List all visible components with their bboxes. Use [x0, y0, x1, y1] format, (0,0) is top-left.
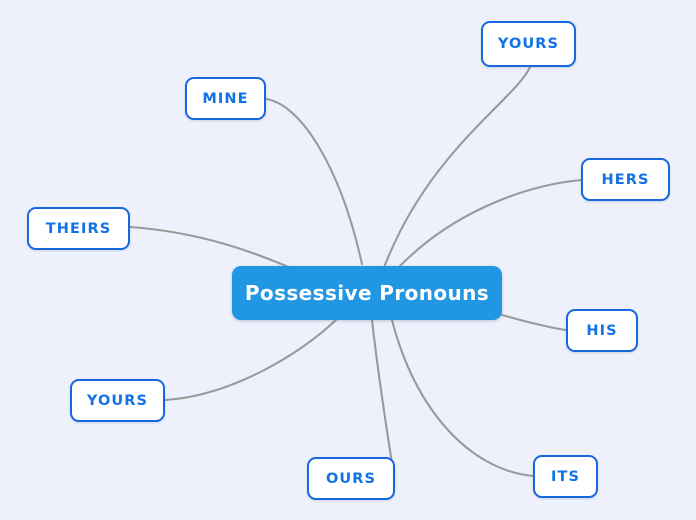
- root-node-possessive-pronouns[interactable]: Possessive Pronouns: [232, 266, 502, 320]
- branch-node-yours-top[interactable]: YOURS: [481, 21, 576, 67]
- branch-node-label: HIS: [586, 322, 618, 339]
- branch-node-his[interactable]: HIS: [566, 309, 638, 352]
- branch-node-label: OURS: [325, 470, 377, 487]
- branch-node-label: MINE: [202, 90, 249, 107]
- connector-his: [500, 313, 568, 332]
- branch-node-yours-left[interactable]: YOURS: [70, 379, 165, 422]
- branch-node-label: YOURS: [86, 392, 149, 409]
- connector-its: [390, 318, 535, 478]
- branch-node-mine[interactable]: MINE: [185, 77, 266, 120]
- root-node-label: Possessive Pronouns: [244, 281, 490, 305]
- branch-node-label: THEIRS: [45, 220, 112, 237]
- branch-node-label: ITS: [550, 468, 581, 485]
- connector-mine: [264, 97, 364, 266]
- connector-yours-left: [163, 316, 340, 402]
- connector-ours: [370, 318, 396, 478]
- branch-node-hers[interactable]: HERS: [581, 158, 670, 201]
- branch-node-label: YOURS: [497, 36, 560, 52]
- branch-node-label: HERS: [601, 171, 650, 188]
- connector-yours-top: [383, 65, 532, 267]
- branch-node-theirs[interactable]: THEIRS: [27, 207, 130, 250]
- branch-node-its[interactable]: ITS: [533, 455, 598, 498]
- branch-node-ours[interactable]: OURS: [307, 457, 395, 500]
- connector-hers: [398, 178, 583, 268]
